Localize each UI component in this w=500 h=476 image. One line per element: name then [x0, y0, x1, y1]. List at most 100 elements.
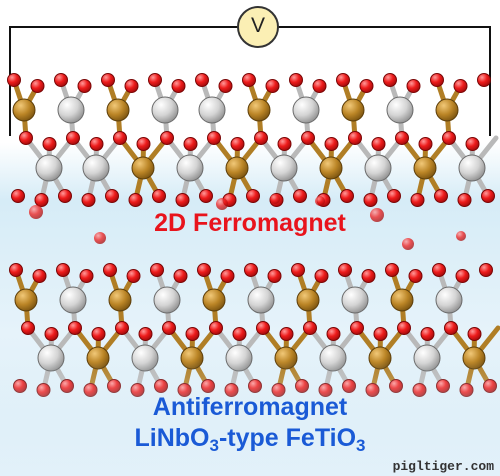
titanium-atom [153, 286, 181, 314]
free-oxygen-atom [370, 208, 384, 222]
oxygen-atom [373, 327, 388, 341]
oxygen-atom [218, 79, 233, 93]
oxygen-atom [303, 321, 317, 335]
compound-mid: -type FeTiO [218, 424, 357, 452]
oxygen-atom [162, 321, 176, 335]
oxygen-atom [195, 73, 209, 87]
iron-atom [319, 156, 343, 180]
oxygen-atom [150, 263, 164, 277]
oxygen-atom [54, 73, 68, 87]
titanium-atom [35, 154, 63, 182]
oxygen-atom [277, 137, 292, 151]
oxygen-atom [160, 131, 174, 145]
compound-label: LiNbO3-type FeTiO3 [0, 424, 500, 456]
iron-atom [413, 156, 437, 180]
oxygen-atom [385, 263, 399, 277]
oxygen-atom [432, 263, 446, 277]
compound-subscript-1: 3 [209, 436, 219, 455]
titanium-atom [270, 154, 298, 182]
oxygen-atom [387, 189, 401, 203]
oxygen-atom [279, 327, 294, 341]
oxygen-atom [348, 131, 362, 145]
oxygen-atom [267, 269, 282, 283]
compound-subscript-2: 3 [356, 436, 366, 455]
oxygen-atom [363, 193, 378, 207]
dispersed-atoms [29, 194, 466, 250]
oxygen-atom [115, 321, 129, 335]
oxygen-atom [77, 79, 92, 93]
oxygen-atom [44, 327, 59, 341]
free-oxygen-atom [456, 231, 466, 241]
oxygen-atom [350, 321, 364, 335]
oxygen-atom [455, 269, 470, 283]
oxygen-atom [91, 327, 106, 341]
oxygen-atom [152, 189, 166, 203]
wire-right [278, 26, 491, 136]
voltmeter-circle [237, 6, 279, 48]
oxygen-atom [207, 131, 221, 145]
ferromagnet-label: 2D Ferromagnet [154, 209, 346, 237]
oxygen-atom [220, 269, 235, 283]
titanium-atom [82, 154, 110, 182]
oxygen-atom [481, 189, 495, 203]
oxygen-atom [7, 73, 21, 87]
oxygen-atom [42, 137, 57, 151]
oxygen-atom [79, 269, 94, 283]
oxygen-atom [230, 137, 245, 151]
oxygen-atom [338, 263, 352, 277]
oxygen-atom [199, 189, 213, 203]
iron-atom [202, 288, 226, 312]
iron-atom [131, 156, 155, 180]
free-oxygen-atom [94, 232, 106, 244]
oxygen-atom [9, 263, 23, 277]
oxygen-atom [408, 269, 423, 283]
iron-atom [12, 98, 36, 122]
oxygen-atom [410, 193, 425, 207]
titanium-atom [292, 96, 320, 124]
oxygen-atom [301, 131, 315, 145]
oxygen-atom [361, 269, 376, 283]
oxygen-atom [420, 327, 435, 341]
oxygen-atom [105, 189, 119, 203]
oxygen-atom [442, 131, 456, 145]
oxygen-atom [246, 189, 260, 203]
oxygen-atom [453, 79, 468, 93]
titanium-atom [151, 96, 179, 124]
oxygen-atom [312, 79, 327, 93]
oxygen-atom [395, 131, 409, 145]
ferromagnet-lattice [7, 73, 499, 207]
oxygen-atom [254, 131, 268, 145]
oxygen-atom [30, 79, 45, 93]
titanium-atom [386, 96, 414, 124]
free-oxygen-atom [216, 198, 228, 210]
oxygen-atom [324, 137, 339, 151]
circuit [9, 6, 491, 136]
oxygen-atom [256, 321, 270, 335]
oxygen-atom [371, 137, 386, 151]
iron-atom [296, 288, 320, 312]
oxygen-atom [128, 193, 143, 207]
titanium-atom [176, 154, 204, 182]
compound-prefix: LiNbO [134, 424, 210, 452]
oxygen-atom [406, 79, 421, 93]
free-oxygen-atom [29, 205, 43, 219]
oxygen-atom [477, 73, 491, 87]
iron-atom [108, 288, 132, 312]
oxygen-atom [244, 263, 258, 277]
oxygen-atom [326, 327, 341, 341]
oxygen-atom [209, 321, 223, 335]
titanium-atom [198, 96, 226, 124]
oxygen-atom [479, 263, 493, 277]
oxygen-atom [340, 189, 354, 203]
oxygen-atom [175, 193, 190, 207]
titanium-atom [247, 286, 275, 314]
oxygen-atom [383, 73, 397, 87]
oxygen-atom [124, 79, 139, 93]
oxygen-atom [66, 131, 80, 145]
oxygen-atom [56, 263, 70, 277]
oxygen-atom [21, 321, 35, 335]
titanium-atom [57, 96, 85, 124]
oxygen-atom [19, 131, 33, 145]
